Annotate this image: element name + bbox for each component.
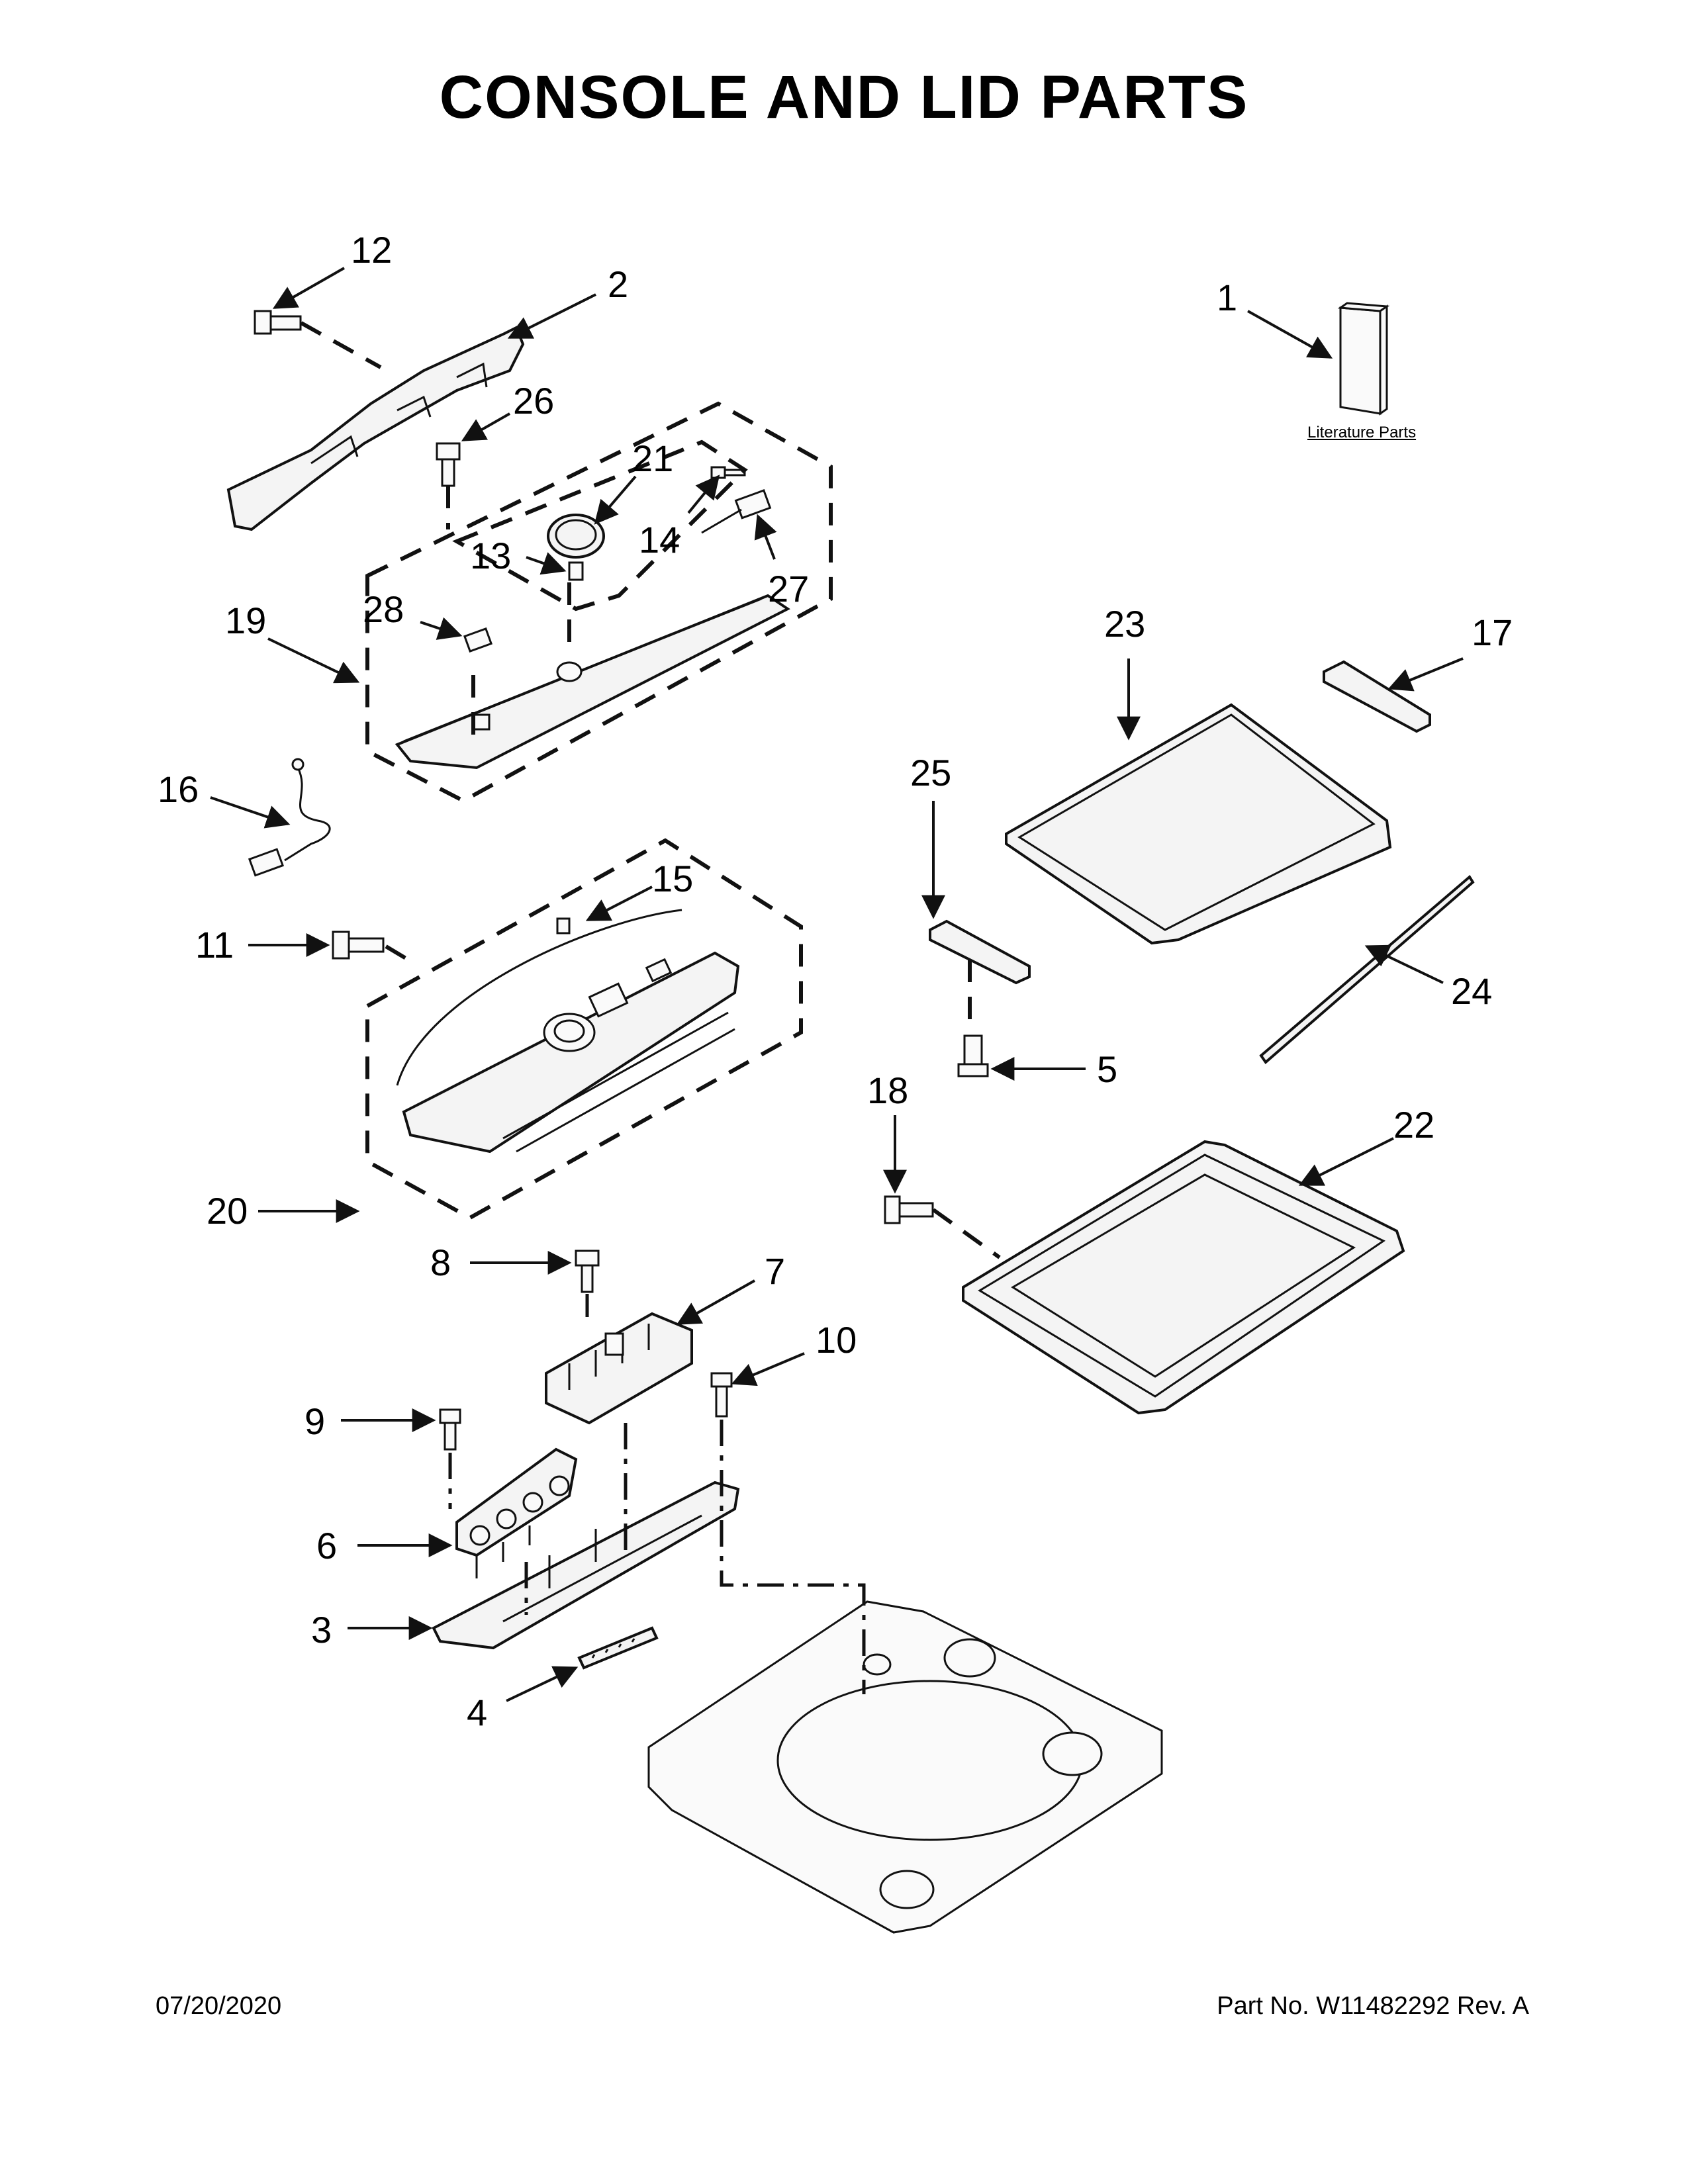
- callout-21: 21: [632, 437, 674, 479]
- callout-11: 11: [195, 924, 234, 966]
- clip-13: [568, 561, 584, 581]
- callout-18: 18: [867, 1069, 909, 1111]
- knob-group-outline: [452, 439, 748, 612]
- callout-9: 9: [305, 1400, 326, 1442]
- callout-26: 26: [513, 380, 555, 422]
- callout-27: 27: [768, 568, 810, 610]
- control-board-7: [545, 1312, 693, 1425]
- water-valve-6: [455, 1447, 578, 1578]
- lid-frame-22: [962, 1140, 1405, 1415]
- callout-3: 3: [311, 1609, 332, 1651]
- screw-8: [575, 1250, 600, 1293]
- callout-8: 8: [430, 1242, 451, 1283]
- assembly-line: [300, 321, 382, 369]
- callout-6: 6: [316, 1525, 338, 1567]
- callout-10: 10: [816, 1319, 857, 1361]
- footer-date: 07/20/2020: [156, 1992, 282, 2020]
- callout-15: 15: [652, 858, 694, 899]
- callout-2: 2: [608, 263, 629, 305]
- callout-25: 25: [910, 752, 952, 794]
- literature-parts-label: Literature Parts: [1307, 424, 1417, 441]
- screw-12: [254, 310, 302, 335]
- callout-17: 17: [1472, 612, 1513, 653]
- lid-23: [1005, 703, 1392, 945]
- control-panel-20: [396, 909, 740, 1154]
- console-bracket-3: [432, 1480, 740, 1650]
- screw-9: [439, 1408, 461, 1451]
- hinge-17: [1323, 660, 1431, 733]
- callout-23: 23: [1104, 603, 1146, 645]
- console-back-panel: [226, 326, 525, 531]
- callout-20: 20: [207, 1190, 248, 1232]
- wire-harness-16: [248, 758, 331, 877]
- callout-5: 5: [1097, 1048, 1118, 1090]
- washer-top-cover: [647, 1600, 1163, 1934]
- callout-22: 22: [1393, 1104, 1435, 1146]
- assembly-line: [720, 1420, 866, 1694]
- console-group-19: [365, 401, 833, 803]
- page-title: CONSOLE AND LID PARTS: [439, 64, 1249, 131]
- overlay-4: [577, 1626, 659, 1670]
- assembly-line: [932, 1208, 1001, 1259]
- control-panel-group-20: [365, 838, 803, 1220]
- lid-trim-24: [1259, 874, 1475, 1064]
- callout-13: 13: [470, 535, 512, 576]
- screw-10: [710, 1372, 733, 1418]
- hinge-25: [929, 919, 1031, 985]
- callout-12: 12: [351, 229, 393, 271]
- callout-4: 4: [467, 1692, 488, 1733]
- lid-switch-27: [701, 489, 772, 534]
- assembly-line: [385, 944, 415, 965]
- callout-19: 19: [225, 600, 267, 641]
- screw-18: [884, 1195, 934, 1224]
- callout-28: 28: [363, 588, 404, 630]
- knob-21: [547, 514, 605, 559]
- screw-11: [332, 931, 385, 960]
- callout-24: 24: [1451, 970, 1493, 1012]
- screw-26: [436, 442, 461, 487]
- screw-5: [957, 1034, 989, 1077]
- callout-1: 1: [1217, 277, 1238, 318]
- console-19: [395, 594, 790, 770]
- callout-7: 7: [765, 1250, 786, 1292]
- callout-16: 16: [158, 768, 199, 810]
- callout-14: 14: [639, 519, 680, 561]
- literature-parts: [1337, 302, 1390, 416]
- footer-part-number: Part No. W11482292 Rev. A: [1217, 1992, 1529, 2020]
